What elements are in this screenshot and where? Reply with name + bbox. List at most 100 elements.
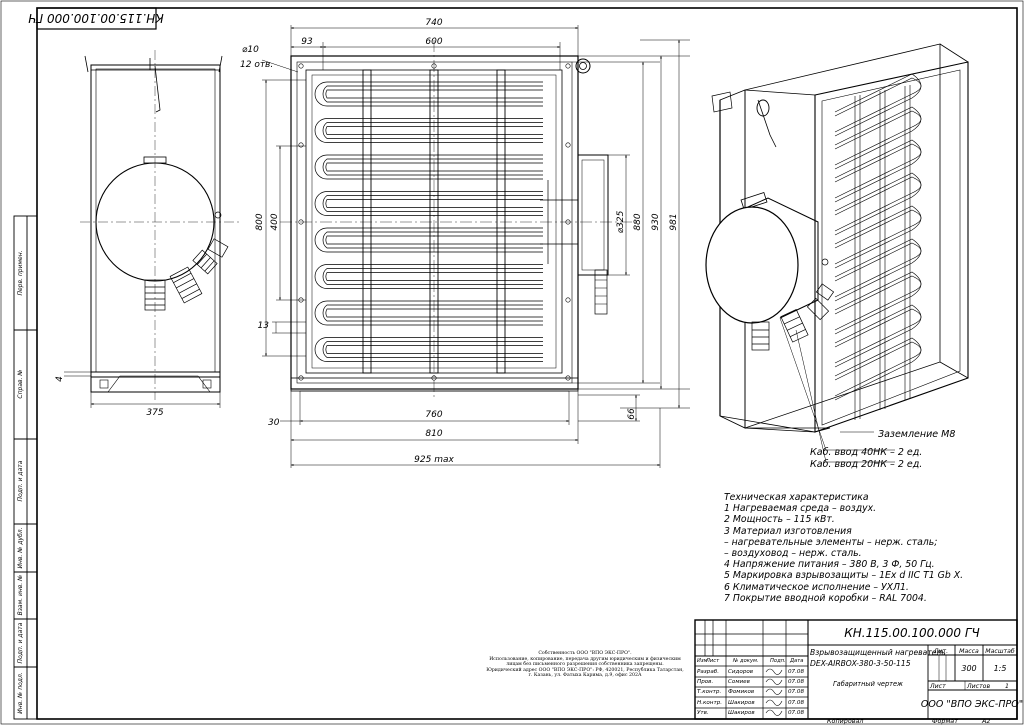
spec-line: 6 Климатическое исполнение – УХЛ1. (724, 581, 909, 593)
signature-name: Сомиев (728, 679, 750, 685)
ownership-line: Юридический адрес ООО "ВПО ЭКС-ПРО": РФ,… (486, 667, 684, 673)
signature-mark (765, 688, 783, 695)
copied-label: Копировал (827, 717, 864, 725)
heating-element-tube (325, 89, 543, 99)
spec-title: Техническая характеристика (724, 492, 869, 503)
front-view (261, 25, 690, 468)
heating-element-tube (325, 126, 543, 135)
heating-element-tube (314, 337, 543, 362)
sig-header: Изм (697, 658, 708, 664)
heating-element-tube (322, 231, 543, 249)
heating-element-tube (834, 242, 922, 298)
heating-element-tube (325, 345, 543, 354)
ownership-notice: Собственность ООО "ВПО ЭКС-ПРО". Использ… (478, 651, 692, 679)
heating-element-tube (834, 143, 922, 199)
company-name: ООО "ВПО ЭКС-ПРО" (921, 699, 1023, 710)
dim-880: 880 (633, 213, 643, 230)
support-bar (904, 85, 911, 400)
spec-line: – воздуховод – нерж. сталь. (724, 548, 862, 560)
doc-type: Габаритный чертеж (833, 680, 903, 688)
ownership-line: Использование, копирование, передача дру… (489, 656, 681, 662)
heating-element-tube (314, 191, 543, 216)
heating-element-tube (322, 304, 543, 322)
spec-line: 1 Нагреваемая среда – воздух. (724, 503, 877, 515)
stamp-label: Инв. № подл. (17, 672, 24, 713)
dim-hole-count: 12 отв. (240, 60, 273, 70)
spec-line: 4 Напряжение питания – 380 В, 3 Ф, 50 Гц… (724, 559, 935, 571)
signature-role: Т.контр. (697, 689, 721, 695)
spec-line: 5 Маркировка взрывозащиты – 1Ex d IIC T1… (724, 570, 964, 582)
support-bar (879, 90, 886, 410)
col-mass: Масса (959, 648, 979, 655)
support-bar (854, 95, 861, 420)
signature-date: 07.08 (788, 700, 804, 706)
signature-date: 07.08 (788, 689, 804, 695)
heating-element-tube (834, 110, 922, 166)
signature-date: 07.08 (788, 669, 804, 675)
ownership-line: лицам без письменного разрешения собстве… (506, 662, 664, 668)
stamp-label: Подп. и дата (17, 460, 24, 501)
heating-element-tube (834, 77, 922, 133)
signature-mark (765, 668, 783, 675)
gland-callout-40: Каб. ввод 40НК – 2 ед. (810, 447, 922, 458)
technical-spec: Техническая характеристика 1 Нагреваемая… (724, 492, 963, 604)
dim-66: 66 (627, 408, 637, 420)
dimension-labels: 740 93 600 ⌀10 12 отв. 800 400 13 ⌀325 8… (55, 18, 679, 465)
dim-93: 93 (301, 37, 313, 47)
heating-element-tube (314, 264, 543, 289)
signature-mark (765, 709, 783, 716)
signature-date: 07.08 (788, 710, 804, 716)
heating-element-tube (834, 238, 922, 302)
spec-line: – нагревательные элементы – нерж. сталь; (724, 536, 938, 548)
heating-element-tube (325, 162, 543, 172)
heating-element-tube (834, 73, 922, 137)
heating-element-tube (325, 235, 543, 245)
heating-element-tube (834, 176, 922, 232)
ownership-line: Собственность ООО "ВПО ЭКС-ПРО". (538, 651, 632, 656)
dim-600: 600 (425, 37, 442, 47)
heating-element-tube (834, 275, 922, 331)
callouts: Заземление М8 Каб. ввод 40НК – 2 ед. Каб… (810, 429, 955, 470)
format-label: Формат (932, 717, 958, 725)
dim-4: 4 (55, 376, 65, 382)
heating-element-tube (322, 122, 543, 139)
ownership-line: г. Казань, ул. Фатыха Карима, д.9, офис … (528, 673, 642, 679)
dim-dia325: ⌀325 (616, 210, 626, 233)
spec-line: 2 Мощность – 115 кВт. (724, 514, 835, 526)
dim-740: 740 (425, 18, 442, 28)
heating-element-tube (834, 271, 922, 335)
heating-element-tube (834, 209, 922, 265)
signature-name: Шакиров (728, 700, 755, 706)
col-lit: Лит. (933, 648, 948, 655)
sig-header: Лист (705, 658, 720, 664)
dim-375: 375 (146, 408, 163, 418)
dim-800: 800 (255, 213, 265, 230)
heating-element-tube (834, 304, 922, 368)
left-stamp-column (13, 215, 38, 720)
heating-element-tube (834, 308, 922, 364)
heating-element-tube (322, 341, 543, 358)
dim-hole-diameter: ⌀10 (242, 45, 259, 55)
heating-element-tube (322, 85, 543, 103)
mass-value: 300 (961, 664, 976, 673)
drawing-code: КН.115.00.100.000 ГЧ (844, 626, 980, 640)
stamp-label: Взам. инв. № (17, 575, 24, 616)
spec-line: 3 Материал изготовления (724, 525, 852, 537)
dim-13: 13 (258, 321, 270, 331)
heating-element-tube (325, 272, 543, 281)
left-stamp-labels: Перв. примен. Справ. № Подп. и дата Инв.… (17, 250, 24, 713)
signature-name: Шакиров (728, 710, 755, 716)
heating-element-tube (322, 195, 543, 212)
heating-element-tube (834, 106, 922, 170)
side-view (64, 50, 240, 408)
heating-element-tube (314, 118, 543, 143)
sig-header: Дата (789, 658, 803, 664)
grounding-callout: Заземление М8 (878, 429, 955, 440)
sig-header: № докум. (732, 658, 759, 664)
title-block (694, 619, 1018, 720)
heating-element-tube (834, 341, 922, 397)
col-scale: Масштаб (985, 647, 1015, 655)
heating-element-tube (325, 199, 543, 208)
sheet-label: Лист (929, 683, 946, 690)
sheets-count: 1 (1005, 683, 1009, 690)
